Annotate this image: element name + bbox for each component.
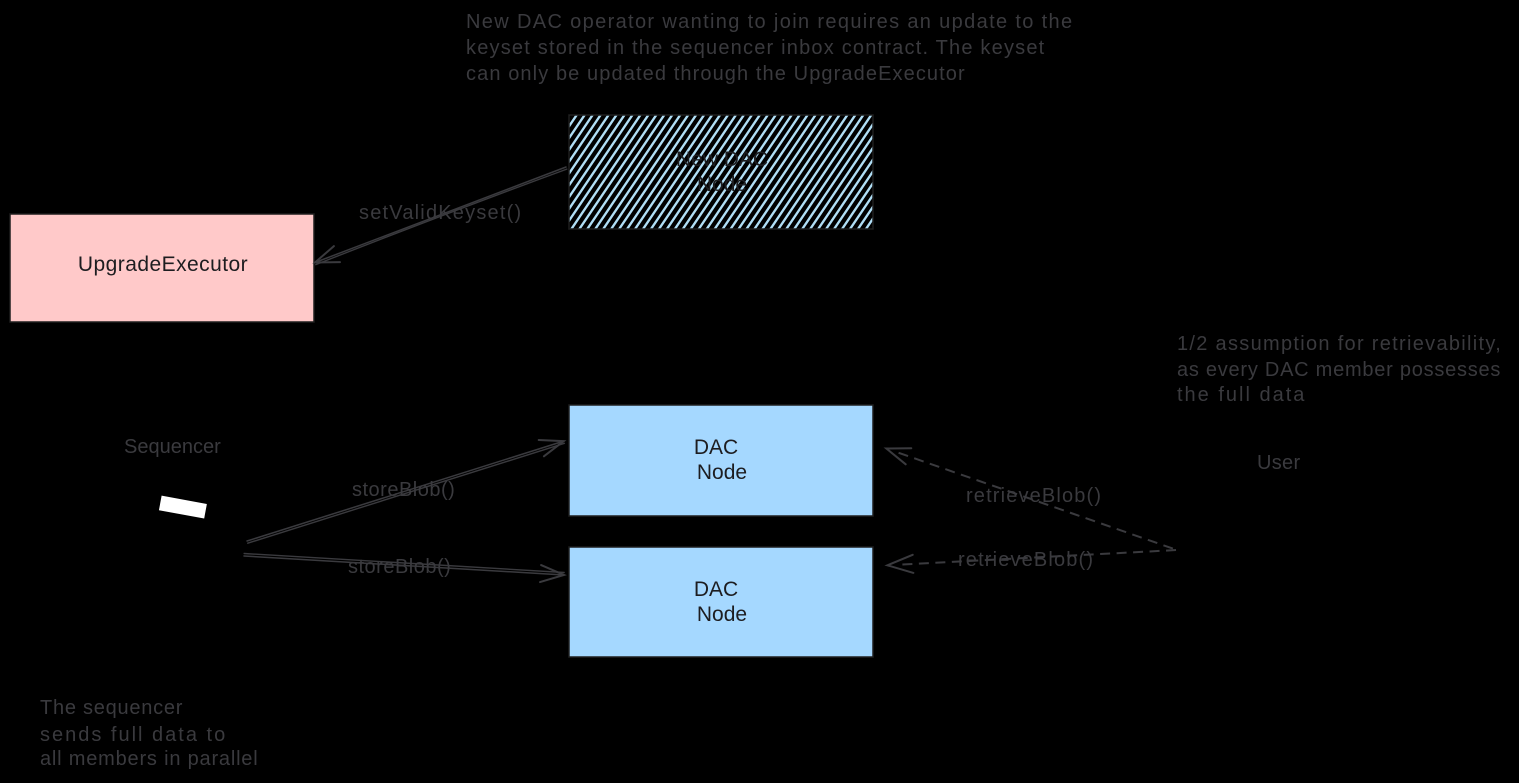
svg-text:as every DAC member possesses: as every DAC member possesses — [1177, 359, 1501, 381]
svg-text:setValidKeyset(): setValidKeyset() — [359, 202, 522, 224]
svg-text:User: User — [1257, 452, 1300, 474]
svg-text:Node: Node — [697, 173, 747, 196]
svg-text:Node: Node — [697, 603, 747, 626]
svg-text:DAC: DAC — [694, 578, 738, 601]
svg-text:all members in parallel: all members in parallel — [40, 748, 258, 770]
svg-text:keyset stored in the sequencer: keyset stored in the sequencer inbox con… — [466, 37, 1045, 59]
svg-text:1/2 assumption for retrievabil: 1/2 assumption for retrievability, — [1177, 333, 1502, 355]
svg-text:UpgradeExecutor: UpgradeExecutor — [78, 253, 248, 276]
svg-text:DAC: DAC — [694, 436, 738, 459]
svg-text:storeBlob(): storeBlob() — [352, 479, 455, 501]
svg-text:the full data: the full data — [1177, 384, 1306, 406]
svg-text:New DAC: New DAC — [676, 148, 768, 171]
svg-text:New DAC operator wanting to jo: New DAC operator wanting to join require… — [466, 11, 1074, 33]
svg-text:sends full data to: sends full data to — [40, 724, 227, 746]
svg-text:storeBlob(): storeBlob() — [348, 556, 451, 578]
svg-text:retrieveBlob(): retrieveBlob() — [966, 485, 1102, 507]
svg-text:Node: Node — [697, 461, 747, 484]
svg-text:can only be updated through th: can only be updated through the UpgradeE… — [466, 63, 966, 85]
svg-text:The sequencer: The sequencer — [40, 697, 183, 719]
svg-text:retrieveBlob(): retrieveBlob() — [958, 549, 1094, 571]
svg-text:Sequencer: Sequencer — [124, 436, 221, 458]
